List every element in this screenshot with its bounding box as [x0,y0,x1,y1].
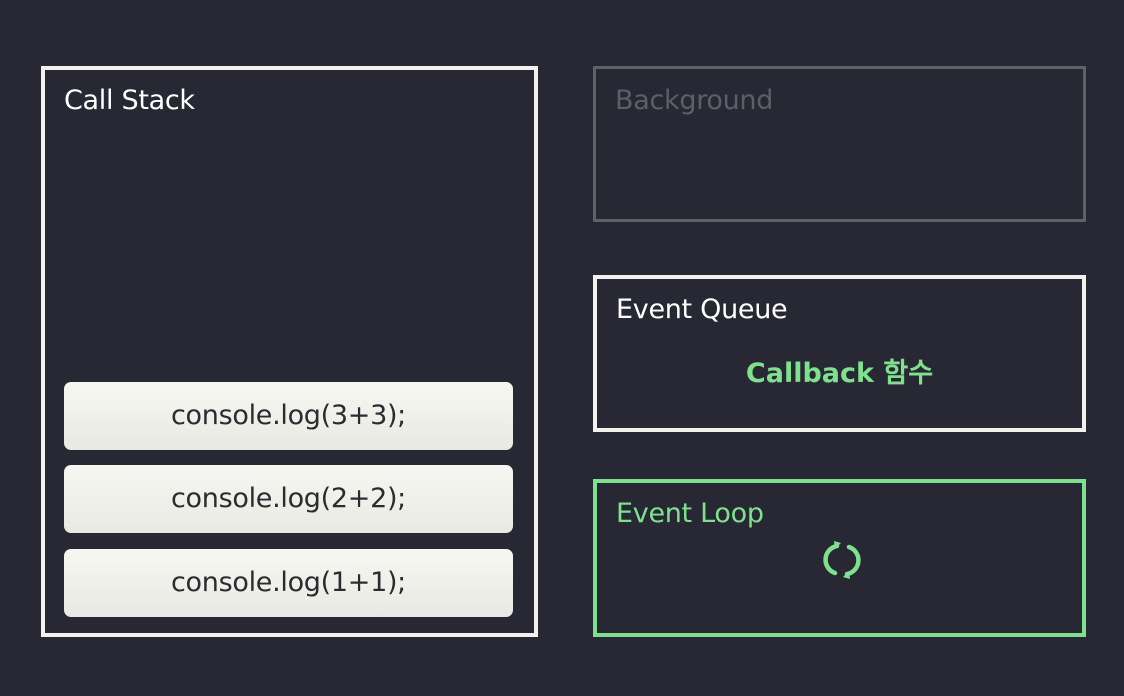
stack-frame: console.log(1+1); [64,549,513,617]
event-loop-title: Event Loop [616,498,764,529]
event-queue-title: Event Queue [616,294,788,325]
stack-frame: console.log(2+2); [64,465,513,533]
event-loop-panel: Event Loop [593,479,1086,637]
background-title: Background [615,85,774,116]
refresh-cycle-icon [823,541,861,579]
callback-item: Callback 함수 [745,358,934,389]
call-stack-panel: Call Stack console.log(3+3); console.log… [41,66,538,637]
background-panel: Background [593,66,1086,222]
event-queue-panel: Event Queue Callback 함수 [593,275,1086,432]
stack-frame: console.log(3+3); [64,382,513,450]
call-stack-title: Call Stack [64,85,195,116]
